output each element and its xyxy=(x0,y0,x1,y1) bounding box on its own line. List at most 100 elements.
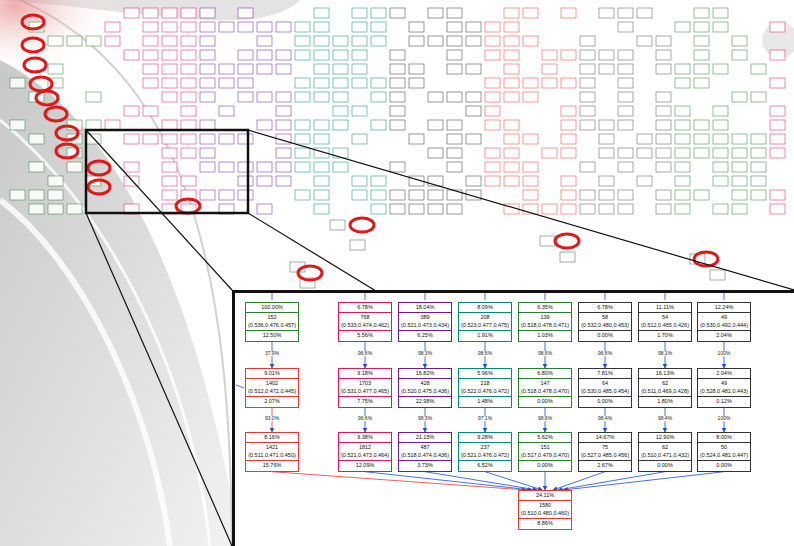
count-values: 54 (0.512,0.465,0.426) xyxy=(639,312,691,330)
percent-value: 2.07% xyxy=(246,396,298,406)
overview-box xyxy=(770,134,785,144)
stat-box: 9.28%237 (0.521,0.476,0.472)6.52% xyxy=(458,432,512,472)
overview-box xyxy=(257,64,272,74)
overview-box xyxy=(200,190,215,200)
overview-box xyxy=(580,36,595,46)
percent-value: 8.16% xyxy=(246,433,298,442)
overview-box xyxy=(656,106,671,116)
overview-box xyxy=(560,252,575,262)
overview-box xyxy=(732,204,747,214)
edge-percent: 96.6% xyxy=(597,351,613,357)
highlight-ellipse xyxy=(88,180,110,194)
overview-box xyxy=(694,78,709,88)
overview-box xyxy=(504,50,519,60)
overview-box xyxy=(124,106,139,116)
overview-box xyxy=(618,78,633,88)
overview-box xyxy=(675,176,690,186)
overview-box xyxy=(770,78,785,88)
overview-box xyxy=(485,120,500,130)
count-values: 428 (0.520,0.475,0.436) xyxy=(399,378,451,396)
highlight-ellipse xyxy=(22,38,44,52)
swirl-line xyxy=(0,200,170,546)
overview-box xyxy=(143,64,158,74)
highlight-ellipse xyxy=(176,199,200,213)
highlight-ellipse xyxy=(56,126,78,140)
overview-box xyxy=(29,204,44,214)
highlight-ellipse xyxy=(45,107,67,121)
overview-box xyxy=(295,162,310,172)
percent-value: 11.11% xyxy=(639,303,691,312)
overview-box xyxy=(713,64,728,74)
overview-box xyxy=(295,22,310,32)
overview-box xyxy=(485,50,500,60)
overview-box xyxy=(105,120,120,130)
percent-value: 15.76% xyxy=(246,460,298,470)
overview-box xyxy=(675,106,690,116)
count-values: 208 (0.523,0.477,0.475) xyxy=(459,312,511,330)
overview-box xyxy=(181,106,196,116)
overview-box xyxy=(371,120,386,130)
overview-box xyxy=(200,148,215,158)
edge-percent: 98.4% xyxy=(597,416,613,422)
stat-box: 8.16%1421 (0.511,0.471,0.450)15.76% xyxy=(245,432,299,472)
overview-box xyxy=(295,78,310,88)
stat-box: 100.00%152 (0.536,0.476,0.457)12.50% xyxy=(245,302,299,342)
overview-box xyxy=(504,22,519,32)
overview-box xyxy=(675,148,690,158)
overview-box xyxy=(694,64,709,74)
overview-box xyxy=(732,92,747,102)
stat-box: 16.82%428 (0.520,0.475,0.436)22.98% xyxy=(398,368,452,408)
overview-box xyxy=(656,92,671,102)
overview-box xyxy=(656,50,671,60)
overview-box xyxy=(713,176,728,186)
percent-value: 5.96% xyxy=(459,369,511,378)
overview-box xyxy=(314,78,329,88)
percent-value: 6.78% xyxy=(579,303,631,312)
overview-box xyxy=(181,134,196,144)
overview-box xyxy=(428,120,443,130)
percent-value: 24.11% xyxy=(519,491,571,500)
count-values: 487 (0.518,0.474,0.436) xyxy=(399,442,451,460)
overview-box xyxy=(295,92,310,102)
count-values: 1580 (0.510,0.480,0.460) xyxy=(519,500,571,518)
overview-box xyxy=(428,8,443,18)
overview-box xyxy=(200,162,215,172)
highlight-ellipse xyxy=(24,58,46,72)
overview-box xyxy=(447,148,462,158)
overview-box xyxy=(409,190,424,200)
overview-box xyxy=(333,92,348,102)
overview-box xyxy=(162,50,177,60)
overview-box xyxy=(371,92,386,102)
overview-box xyxy=(200,50,215,60)
overview-box xyxy=(409,22,424,32)
overview-box xyxy=(599,134,614,144)
edge-percent: 98.1% xyxy=(657,351,673,357)
overview-box xyxy=(618,64,633,74)
overview-box xyxy=(710,270,725,280)
overview-box xyxy=(200,22,215,32)
overview-box xyxy=(371,176,386,186)
overview-box xyxy=(371,190,386,200)
overview-box xyxy=(637,176,652,186)
overview-box xyxy=(181,92,196,102)
overview-box xyxy=(599,8,614,18)
count-values: 50 (0.524,0.481,0.447) xyxy=(698,442,750,460)
count-values: 1812 (0.521,0.473,0.464) xyxy=(339,442,391,460)
overview-box xyxy=(390,204,405,214)
overview-box xyxy=(390,50,405,60)
overview-box xyxy=(409,204,424,214)
count-values: 237 (0.521,0.476,0.472) xyxy=(459,442,511,460)
overview-box xyxy=(580,190,595,200)
overview-box xyxy=(656,190,671,200)
count-values: 151 (0.517,0.479,0.470) xyxy=(519,442,571,460)
overview-box xyxy=(390,78,405,88)
highlight-ellipse xyxy=(36,91,58,105)
overview-box xyxy=(67,36,82,46)
overview-box xyxy=(200,120,215,130)
overview-box xyxy=(504,64,519,74)
overview-box xyxy=(656,36,671,46)
percent-value: 9.01% xyxy=(246,369,298,378)
edge-percent: 98.6% xyxy=(537,416,553,422)
overview-box xyxy=(105,22,120,32)
overview-box xyxy=(219,134,234,144)
